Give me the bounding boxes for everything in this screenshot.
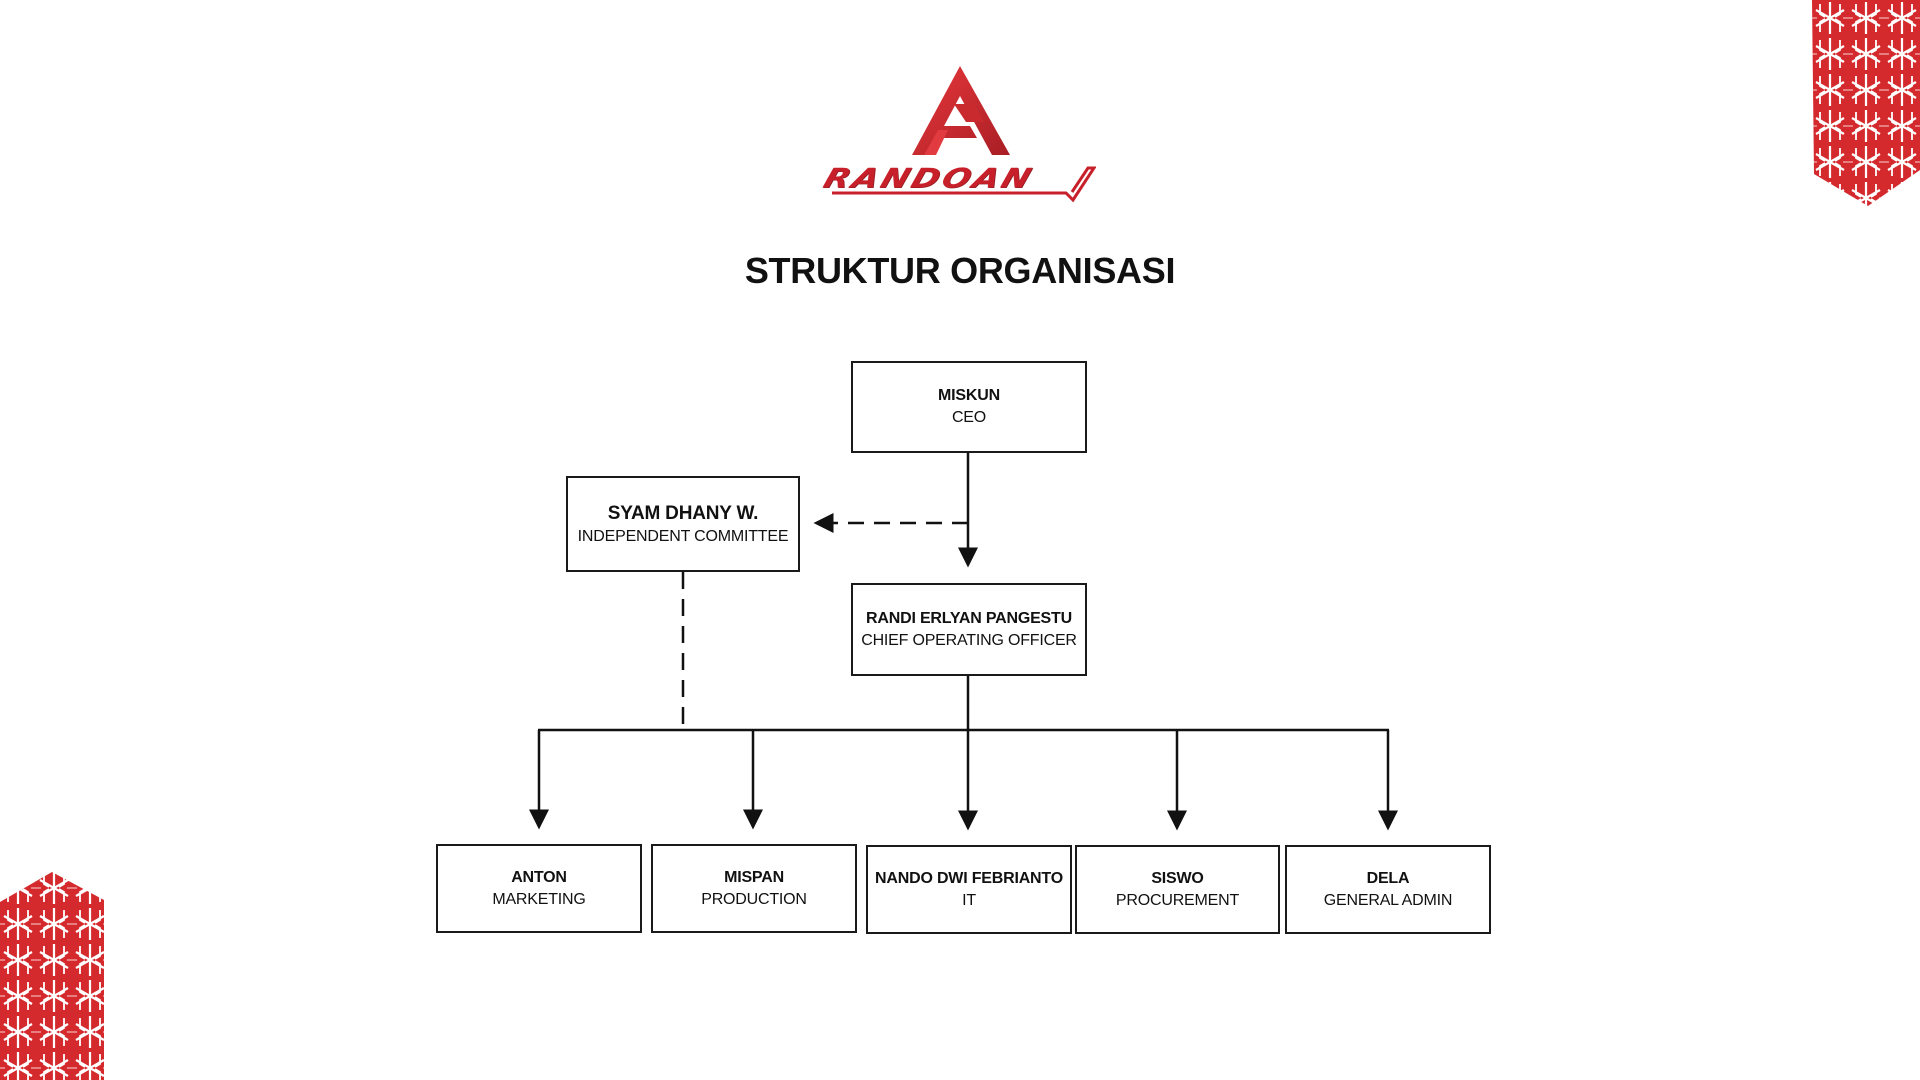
node-role: PROCUREMENT: [1115, 891, 1240, 909]
node-role: CHIEF OPERATING OFFICER: [861, 631, 1077, 649]
org-node-ceo: MISKUN CEO: [851, 361, 1087, 453]
node-name: MISPAN: [724, 868, 784, 886]
node-name: ANTON: [511, 868, 567, 886]
node-name: NANDO DWI FEBRIANTO: [875, 869, 1063, 887]
org-node-it: NANDO DWI FEBRIANTO IT: [866, 845, 1072, 934]
batik-pattern-bottom-left: [0, 872, 104, 1080]
node-role: INDEPENDENT COMMITTEE: [577, 527, 789, 545]
org-node-marketing: ANTON MARKETING: [436, 844, 642, 933]
node-role: PRODUCTION: [701, 890, 807, 908]
page-title: STRUKTUR ORGANISASI: [744, 250, 1176, 291]
node-role: CEO: [951, 409, 987, 426]
node-name: MISKUN: [938, 387, 1000, 404]
node-role: IT: [962, 891, 976, 909]
org-node-coo: RANDI ERLYAN PANGESTU CHIEF OPERATING OF…: [851, 583, 1087, 676]
node-role: GENERAL ADMIN: [1323, 891, 1453, 909]
org-node-committee: SYAM DHANY W. INDEPENDENT COMMITTEE: [566, 476, 800, 572]
org-node-general-admin: DELA GENERAL ADMIN: [1285, 845, 1491, 934]
node-name: SISWO: [1151, 869, 1204, 887]
node-name: RANDI ERLYAN PANGESTU: [866, 609, 1072, 627]
logo-wordmark: RANDOAN: [820, 162, 1096, 204]
randoan-logo: RANDOAN: [820, 60, 1100, 210]
node-name: DELA: [1366, 869, 1410, 887]
node-role: MARKETING: [492, 890, 586, 908]
logo-a-mark-icon: [912, 66, 1010, 155]
org-node-procurement: SISWO PROCUREMENT: [1075, 845, 1280, 934]
node-name: SYAM DHANY W.: [607, 502, 759, 524]
batik-pattern-top-right: [1812, 0, 1920, 206]
org-node-production: MISPAN PRODUCTION: [651, 844, 857, 933]
